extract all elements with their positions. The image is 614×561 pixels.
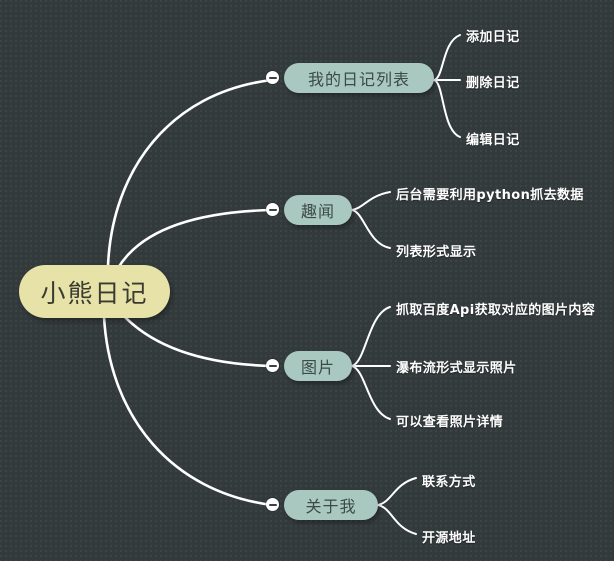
link-branch-1-leaf-3	[433, 79, 461, 138]
leaf-list-display[interactable]: 列表形式显示	[396, 245, 477, 260]
leaf-edit-diary[interactable]: 编辑日记	[466, 133, 520, 148]
leaf-photo-details[interactable]: 可以查看照片详情	[396, 415, 504, 430]
collapse-toggle-icon[interactable]	[266, 203, 279, 216]
branch-node-label: 关于我	[305, 497, 357, 516]
link-root-to-branch-3	[120, 312, 274, 368]
leaf-open-source-address[interactable]: 开源地址	[422, 531, 476, 546]
branch-node-label: 我的日记列表	[307, 70, 410, 89]
link-branch-3-leaf-1	[351, 306, 391, 367]
collapse-toggle-icon[interactable]	[266, 71, 279, 84]
branch-node-my-diary-list[interactable]: 我的日记列表	[266, 63, 434, 93]
collapse-toggle-icon[interactable]	[266, 498, 279, 511]
collapse-toggle-icon[interactable]	[266, 359, 279, 372]
branch-node-about-me[interactable]: 关于我	[266, 490, 378, 520]
branch-node-label: 图片	[300, 358, 335, 377]
link-branch-1-leaf-1	[433, 34, 461, 81]
branch-node-pictures[interactable]: 图片	[266, 351, 352, 381]
link-branch-4-leaf-2	[377, 504, 417, 535]
link-root-to-branch-1	[106, 78, 274, 268]
link-branch-3-leaf-3	[351, 365, 391, 420]
leaf-waterfall-display[interactable]: 瀑布流形式显示照片	[396, 361, 517, 376]
leaf-python-backend-scraping[interactable]: 后台需要利用python抓去数据	[396, 188, 584, 203]
leaf-baidu-api-images[interactable]: 抓取百度Api获取对应的图片内容	[396, 303, 596, 318]
link-branch-2-leaf-1	[351, 191, 391, 211]
root-node[interactable]: 小熊日记	[19, 265, 170, 318]
link-root-to-branch-2	[116, 208, 274, 270]
leaf-add-diary[interactable]: 添加日记	[466, 30, 520, 45]
leaf-contact-info[interactable]: 联系方式	[422, 475, 476, 490]
link-root-to-branch-4	[102, 315, 274, 507]
branch-node-fun-news[interactable]: 趣闻	[266, 195, 352, 225]
root-node-label: 小熊日记	[40, 278, 149, 308]
link-branch-4-leaf-1	[377, 477, 417, 506]
branch-node-label: 趣闻	[300, 202, 335, 221]
leaf-delete-diary[interactable]: 删除日记	[466, 76, 520, 91]
link-branch-2-leaf-2	[351, 209, 391, 249]
